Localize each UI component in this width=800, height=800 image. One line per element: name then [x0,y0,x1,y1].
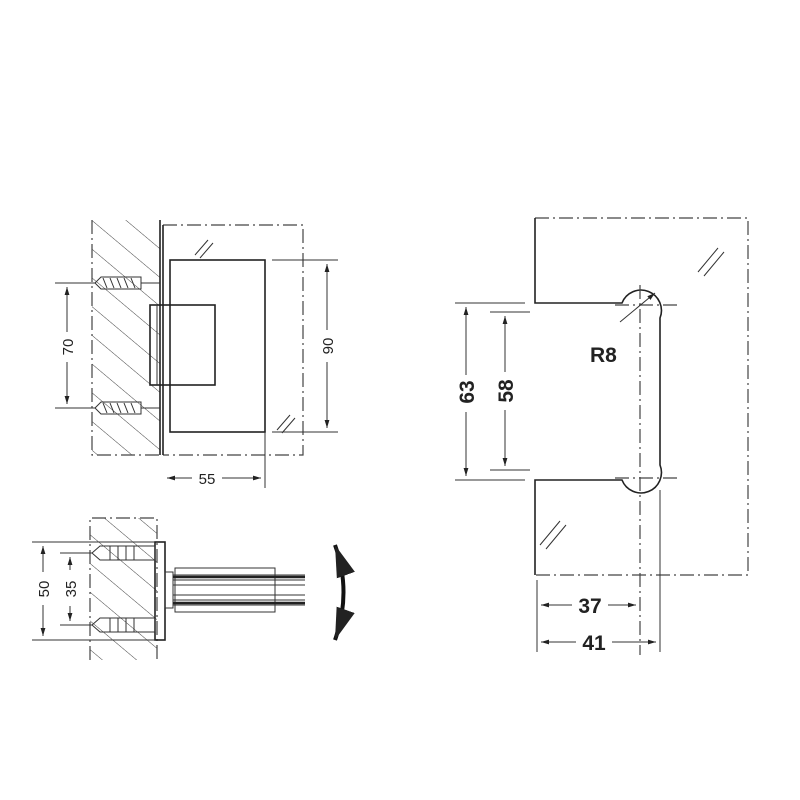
glass-cutout-view: R8 63 58 37 41 [455,217,749,655]
front-view: 70 90 55 [55,220,338,488]
dim-63: 63 [456,380,479,403]
dim-35: 35 [63,581,80,598]
dim-r8: R8 [590,344,617,367]
dim-37: 37 [578,595,601,618]
hinge-plate [169,259,266,433]
dim-70: 70 [60,339,77,356]
dim-55: 55 [199,471,216,488]
dim-41: 41 [582,632,606,655]
wall-hatch [92,220,160,455]
glass-outline [163,224,304,456]
wall-hatch [90,518,157,660]
screw-icon [91,545,156,633]
dim-58: 58 [495,379,518,403]
glass-mark-icon [194,239,296,434]
glass-outline [535,217,749,576]
dim-90: 90 [320,338,337,355]
top-view: 50 35 [32,517,355,660]
swing-arrow-icon [333,544,355,641]
cutout-edge [534,218,663,575]
glass-mark-icon [539,247,725,550]
dim-50: 50 [36,581,53,598]
hinge-block [149,304,216,386]
